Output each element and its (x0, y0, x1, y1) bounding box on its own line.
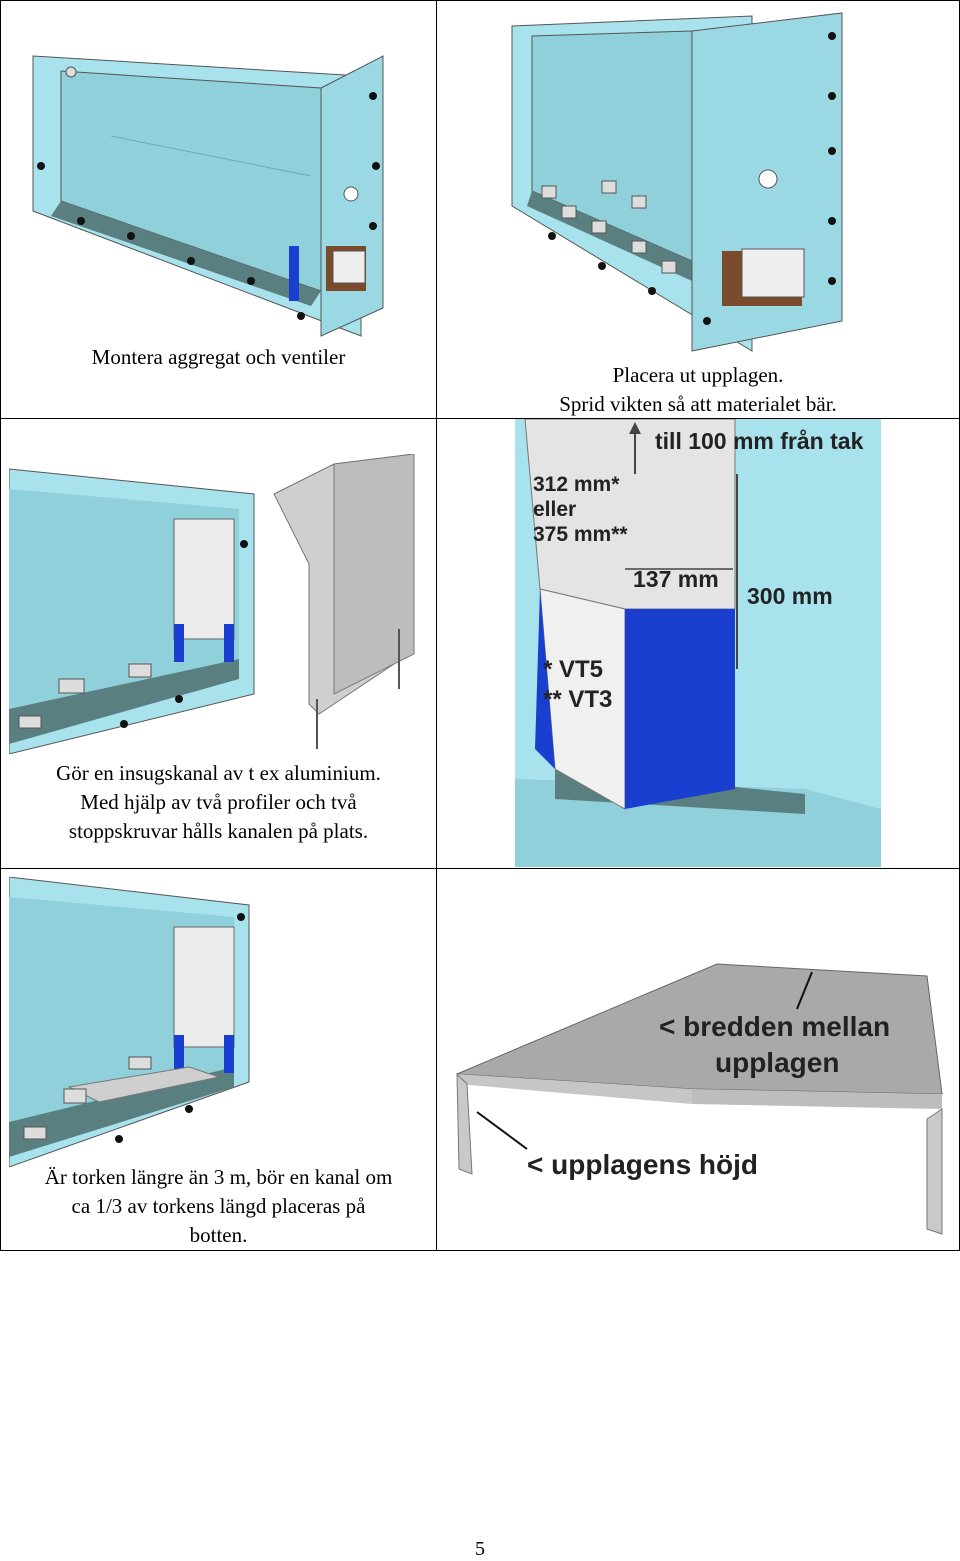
panel-1-caption: Montera aggregat och ventiler (1, 343, 436, 372)
panel-place-supports: Placera ut upplagen. Sprid vikten så att… (436, 0, 960, 419)
illustration-duct-dimensions: till 100 mm från tak 312 mm* eller 375 m… (515, 419, 881, 867)
caption-line: botten. (189, 1223, 248, 1247)
panel-long-dryer: Är torken längre än 3 m, bör en kanal om… (0, 868, 437, 1251)
caption-line: Gör en insugskanal av t ex aluminium. (56, 761, 381, 785)
label-vt3: ** VT3 (543, 686, 612, 713)
label-width-312: 312 mm* (533, 473, 620, 496)
caption-line: stoppskruvar hålls kanalen på plats. (68, 819, 369, 843)
illustration-bottom-duct (9, 877, 250, 1167)
caption-line: ca 1/3 av torkens längd placeras på (71, 1194, 366, 1218)
panel-2-caption: Placera ut upplagen. Sprid vikten så att… (437, 361, 959, 418)
caption-line: Montera aggregat och ventiler (91, 345, 346, 369)
label-or: eller (533, 498, 576, 521)
label-support-height: < upplagens höjd (527, 1149, 758, 1180)
panel-support-shape: < bredden mellan upplagen < upplagens hö… (436, 868, 960, 1251)
label-vt5: * VT5 (543, 656, 603, 683)
label-supports: upplagen (715, 1047, 839, 1078)
panel-5-caption: Är torken längre än 3 m, bör en kanal om… (1, 1163, 436, 1250)
illustration-cabinet-unit (32, 55, 384, 337)
illustration-support-profile: < bredden mellan upplagen < upplagens hö… (456, 963, 943, 1235)
panel-duct-dimensions: till 100 mm från tak 312 mm* eller 375 m… (436, 418, 960, 869)
illustration-cabinet-supports (511, 12, 843, 352)
label-height-300: 300 mm (747, 583, 833, 609)
illustration-intake-duct (9, 454, 415, 754)
page-number: 5 (475, 1538, 485, 1560)
panel-intake-duct: Gör en insugskanal av t ex aluminium. Me… (0, 418, 437, 869)
label-width-between-supports: < bredden mellan (659, 1011, 890, 1042)
caption-line: Är torken längre än 3 m, bör en kanal om (44, 1165, 393, 1189)
label-distance-ceiling: till 100 mm från tak (655, 428, 864, 454)
caption-line: Med hjälp av två profiler och två (80, 790, 357, 814)
label-width-375: 375 mm** (533, 523, 628, 546)
label-depth-137: 137 mm (633, 566, 719, 592)
panel-3-caption: Gör en insugskanal av t ex aluminium. Me… (1, 759, 436, 846)
caption-line: Placera ut upplagen. (612, 363, 784, 387)
caption-line: Sprid vikten så att materialet bär. (559, 392, 837, 416)
panel-mount-unit: Montera aggregat och ventiler (0, 0, 437, 419)
